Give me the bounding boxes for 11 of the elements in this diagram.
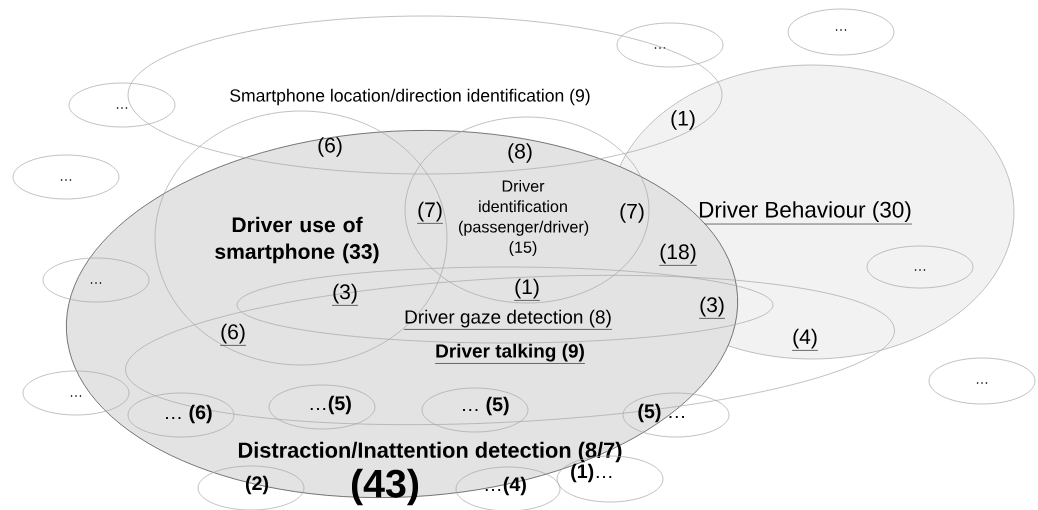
count-label: (7) <box>416 201 444 224</box>
count-label: (3) <box>331 283 359 306</box>
count-label: (4) <box>791 328 819 351</box>
count-label: (1) <box>671 110 695 130</box>
count-label: (18) <box>659 243 698 266</box>
count-label: (3) <box>698 296 726 319</box>
count-label: (6) <box>318 137 342 157</box>
count-label: (7) <box>620 203 644 223</box>
count-label: (6) <box>219 323 247 346</box>
count-label: (1) <box>513 278 541 301</box>
count-label: (8) <box>508 143 532 163</box>
